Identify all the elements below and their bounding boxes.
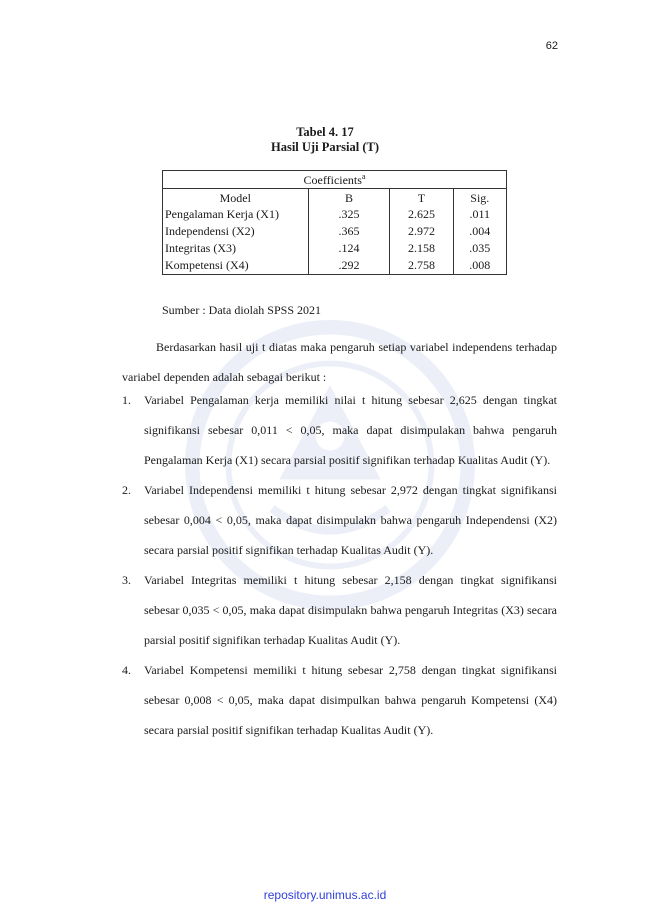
cell-b: .365 [307, 223, 390, 240]
footnote-marker: a [361, 171, 366, 181]
col-header-model: Model [162, 188, 309, 206]
intro-paragraph: Berdasarkan hasil uji t diatas maka peng… [122, 332, 557, 392]
university-seal-watermark [185, 320, 475, 610]
findings-list: 1. Variabel Pengalaman kerja memiliki nil… [122, 385, 557, 745]
list-item: 4. Variabel Kompetensi memiliki t hitung … [122, 655, 557, 745]
page-number: 62 [545, 40, 558, 52]
table-title: Hasil Uji Parsial (T) [271, 140, 379, 154]
cell-t: 2.625 [389, 206, 454, 223]
item-number: 1. [122, 393, 131, 407]
list-item: 1. Variabel Pengalaman kerja memiliki nil… [122, 385, 557, 475]
item-number: 2. [122, 483, 131, 497]
table-row: Integritas (X3) .124 2.158 .035 [162, 240, 508, 257]
coefficients-table: Coefficientsa Model B T Sig. Pengalaman … [162, 170, 508, 275]
cell-model: Integritas (X3) [162, 240, 309, 257]
cell-b: .292 [307, 257, 390, 275]
item-text: Variabel Independensi memiliki t hitung … [144, 483, 557, 557]
list-item: 2. Variabel Independensi memiliki t hitun… [122, 475, 557, 565]
table-row: Pengalaman Kerja (X1) .325 2.625 .011 [162, 206, 508, 223]
cell-b: .325 [307, 206, 390, 223]
repository-link[interactable]: repository.unimus.ac.id [263, 888, 387, 902]
item-text: Variabel Kompetensi memiliki t hitung se… [144, 663, 557, 737]
col-header-sig: Sig. [452, 188, 508, 206]
cell-t: 2.758 [389, 257, 454, 275]
list-item: 3. Variabel Integritas memiliki t hitung … [122, 565, 557, 655]
table-source: Sumber : Data diolah SPSS 2021 [162, 303, 322, 317]
intro-text: Berdasarkan hasil uji t diatas maka peng… [122, 340, 557, 384]
item-number: 3. [122, 573, 131, 587]
cell-t: 2.158 [389, 240, 454, 257]
cell-model: Kompetensi (X4) [162, 257, 309, 275]
cell-sig: .035 [452, 240, 508, 257]
item-text: Variabel Integritas memiliki t hitung se… [144, 573, 557, 647]
col-header-t: T [389, 188, 454, 206]
coefficients-title: Coefficientsa [162, 170, 507, 189]
cell-sig: .011 [452, 206, 508, 223]
cell-model: Independensi (X2) [162, 223, 309, 240]
table-number: Tabel 4. 17 [296, 125, 354, 139]
cell-model: Pengalaman Kerja (X1) [162, 206, 309, 223]
cell-b: .124 [307, 240, 390, 257]
table-caption: Tabel 4. 17 Hasil Uji Parsial (T) [0, 125, 650, 155]
cell-sig: .004 [452, 223, 508, 240]
cell-sig: .008 [452, 257, 508, 275]
col-header-b: B [307, 188, 390, 206]
item-text: Variabel Pengalaman kerja memiliki nilai… [144, 393, 557, 467]
item-number: 4. [122, 663, 131, 677]
table-row: Kompetensi (X4) .292 2.758 .008 [162, 257, 508, 275]
table-row: Independensi (X2) .365 2.972 .004 [162, 223, 508, 240]
cell-t: 2.972 [389, 223, 454, 240]
